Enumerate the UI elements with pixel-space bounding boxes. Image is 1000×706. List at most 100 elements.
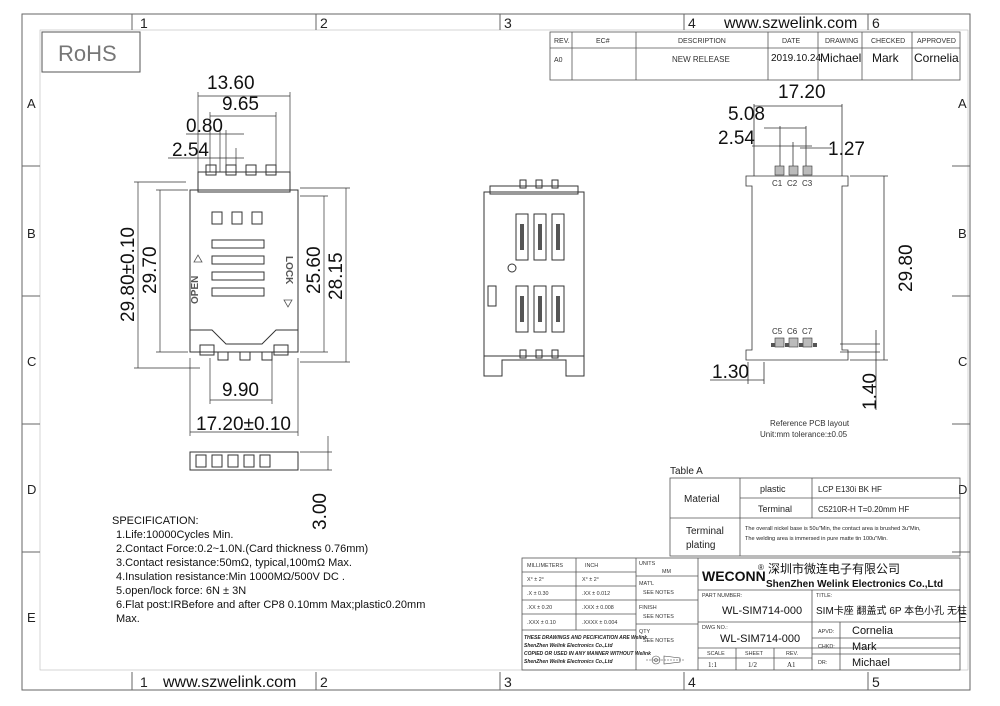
spec-line-6: 6.Flat post:IRBefore and after CP8 0.10m… [116, 599, 425, 611]
grid-col-bottom-5: 5 [872, 674, 880, 690]
dim-17-20-tol: 17.20±0.10 [196, 414, 291, 435]
grid-row-e-right: E [958, 610, 967, 625]
grid-row-c-left: C [27, 354, 36, 369]
tb-inch-header: INCH [585, 563, 598, 569]
tb-notice-2: ShenZhen Welink Electronics Co.,Ltd [524, 643, 613, 649]
tb-company-cn: 深圳市微连电子有限公司 [768, 561, 900, 576]
pin-c5: C5 [772, 327, 783, 336]
tb-qty: QTY [639, 629, 650, 635]
dim-29-80-tol: 29.80±0.10 [118, 227, 139, 322]
dim-2-54: 2.54 [172, 140, 209, 161]
grid-row-e-left: E [27, 610, 36, 625]
dim-9-65: 9.65 [222, 94, 259, 115]
grid-col-6: 6 [872, 15, 880, 31]
tb-tol-in-0: X° ± 2° [582, 577, 599, 583]
tb-tol-mm-0: X° ± 2° [527, 577, 544, 583]
grid-row-a-right: A [958, 96, 967, 111]
grid-col-bottom-1: 1 [140, 674, 148, 690]
tb-apvd: Cornelia [852, 625, 894, 637]
tb-part-label: PART NUMBER: [702, 593, 742, 599]
tb-notice-1: THESE DRAWINGS AND PECIFICATION ARE Weli… [524, 635, 647, 641]
tb-company-en: ShenZhen Welink Electronics Co.,Ltd [766, 579, 943, 590]
tb-title: SIM卡座 翻盖式 6P 本色小孔 无柱 [816, 604, 967, 617]
table-a-material: Material [684, 494, 720, 505]
table-a [669, 477, 961, 557]
grid-row-d-left: D [27, 482, 36, 497]
spec-line-7: Max. [116, 613, 140, 625]
grid-row-d-right: D [958, 482, 967, 497]
open-arrow-icon [193, 254, 203, 263]
tb-dr: Michael [852, 657, 890, 669]
revision-table [549, 31, 961, 81]
pin-c2: C2 [787, 179, 798, 188]
pin-c1: C1 [772, 179, 783, 188]
rev-row-date: 2019.10.24 [771, 53, 821, 64]
tb-tol-mm-3: .XXX ± 0.10 [527, 620, 556, 626]
rev-h-date: DATE [782, 38, 800, 45]
pcb-caption-2: Unit:mm tolerance:±0.05 [760, 430, 848, 439]
tb-sheet: 1/2 [748, 661, 757, 669]
pcb-dim-5-08: 5.08 [728, 104, 765, 125]
spec-line-2: 2.Contact Force:0.2~1.0N.(Card thickness… [116, 543, 368, 555]
pcb-caption-1: Reference PCB layout [770, 419, 850, 428]
title-block [521, 557, 961, 671]
spec-line-1: 1.Life:10000Cycles Min. [116, 529, 233, 541]
table-a-terminal: Terminal [758, 504, 792, 514]
tb-dwg: WL-SIM714-000 [720, 633, 800, 645]
rev-h-checked: CHECKED [871, 38, 905, 45]
grid-col-2: 2 [320, 15, 328, 31]
grid-row-b-left: B [27, 226, 36, 241]
grid-col-3: 3 [504, 15, 512, 31]
pcb-layout [710, 104, 888, 410]
rev-row-approved: Cornelia [914, 51, 959, 65]
connector-top-view [189, 164, 299, 361]
table-a-plating-val-2: The welding area is immersed in pure mat… [745, 536, 888, 542]
grid-col-4: 4 [688, 15, 696, 31]
dim-28-15: 28.15 [326, 252, 347, 300]
rev-h-ec: EC# [596, 38, 610, 45]
dim-0-80: 0.80 [186, 116, 223, 137]
open-label: OPEN [190, 276, 201, 304]
tb-units-val: MM [662, 569, 671, 575]
tb-brand: WECONN [702, 568, 766, 584]
pin-c7: C7 [802, 327, 813, 336]
table-a-plating-1: Terminal [686, 526, 724, 537]
pcb-dim-29-80: 29.80 [896, 244, 917, 292]
tb-rev-h: REV. [786, 651, 798, 657]
tb-qty-notes: SEE NOTES [643, 638, 674, 644]
connector-side-view [189, 436, 332, 471]
rev-h-approved: APPROVED [917, 38, 956, 45]
grid-row-c-right: C [958, 354, 967, 369]
tb-sheet-h: SHEET [745, 651, 764, 657]
tb-finish: FINISH [639, 605, 657, 611]
rohs-label: RoHS [58, 41, 117, 66]
tb-brand-reg: ® [758, 563, 764, 572]
sheet-frame [21, 13, 971, 691]
rohs-box [41, 31, 141, 73]
pcb-pads [774, 165, 813, 348]
tb-scale-h: SCALE [707, 651, 725, 657]
rev-row-checked: Mark [872, 51, 900, 65]
tb-notice-4: ShenZhen Welink Electronics Co.,Ltd [524, 659, 613, 665]
tb-notice-3: COPIED OR USED IN ANY MANNER WITHOUT Wel… [524, 651, 651, 657]
tb-apvd-label: APVD: [818, 629, 834, 635]
pin-c3: C3 [802, 179, 813, 188]
table-a-plastic: plastic [760, 484, 786, 494]
table-a-plastic-val: LCP E130i BK HF [818, 485, 882, 494]
projection-symbol-icon [646, 655, 684, 665]
dim-9-90: 9.90 [222, 380, 259, 401]
connector-bottom-view [483, 179, 585, 377]
tb-dwg-label: DWG NO.: [702, 625, 728, 631]
tb-tol-in-3: .XXXX ± 0.004 [582, 620, 617, 626]
grid-col-bottom-3: 3 [504, 674, 512, 690]
tb-part: WL-SIM714-000 [722, 605, 802, 617]
rev-row-drawing: Michael [820, 51, 861, 65]
tb-scale: 1:1 [708, 661, 717, 669]
pcb-dim-1-30: 1.30 [712, 362, 749, 383]
website-bottom: www.szwelink.com [162, 674, 296, 691]
dim-13-60: 13.60 [207, 73, 255, 94]
tb-title-label: TITLE: [816, 593, 832, 599]
rev-h-desc: DESCRIPTION [678, 38, 726, 45]
website-top: www.szwelink.com [723, 15, 857, 32]
